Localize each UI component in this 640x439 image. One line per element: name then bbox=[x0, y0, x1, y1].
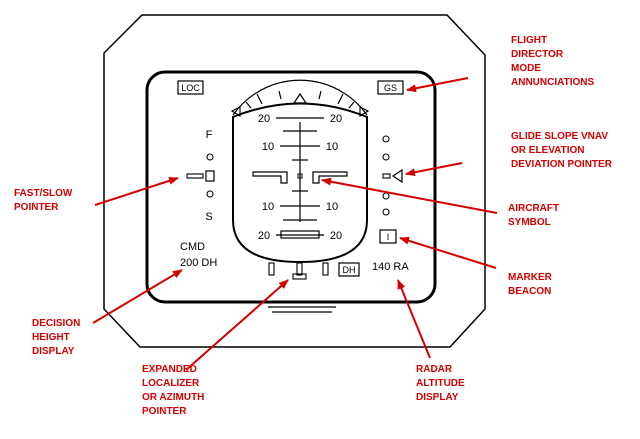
fast-slow-pointer-bar bbox=[186, 173, 204, 179]
callout-line: RADAR bbox=[416, 364, 453, 375]
localizer-pointer-base bbox=[292, 273, 307, 280]
roll-pointer-icon bbox=[292, 92, 308, 104]
roll-scale-arc bbox=[232, 79, 368, 116]
callout-line: DISPLAY bbox=[416, 392, 459, 403]
attitude-window bbox=[232, 102, 368, 264]
callout-line: ALTITUDE bbox=[416, 378, 465, 389]
glideslope-dot bbox=[382, 192, 390, 200]
aircraft-symbol-right-wing bbox=[312, 171, 348, 184]
callout-arrow-glide-slope bbox=[405, 162, 463, 177]
callout-arrow-marker-beacon bbox=[399, 236, 497, 269]
dh-indicator-label: DH bbox=[343, 265, 356, 275]
mode-cmd-label: CMD bbox=[180, 241, 205, 253]
callout-glide-slope: GLIDE SLOPE VNAV OR ELEVATION DEVIATION … bbox=[511, 131, 613, 170]
speed-fast-label: F bbox=[206, 129, 213, 141]
roll-tick bbox=[348, 101, 355, 109]
callout-line: DECISION bbox=[32, 318, 80, 329]
callout-line: AIRCRAFT bbox=[508, 203, 559, 214]
pitch-label-10-up-right: 10 bbox=[326, 141, 338, 153]
localizer-scale-mark bbox=[322, 262, 329, 276]
callout-line: FLIGHT bbox=[511, 35, 547, 46]
callout-flight-director: FLIGHT DIRECTOR MODE ANNUNCIATIONS bbox=[511, 35, 594, 88]
callout-aircraft-symbol: AIRCRAFT SYMBOL bbox=[508, 203, 562, 228]
fast-slow-pointer-marker bbox=[205, 170, 215, 182]
roll-limit-marker-left-icon bbox=[230, 106, 241, 117]
callout-arrow-fast-slow bbox=[94, 176, 179, 206]
pitch-label-20-up-left: 20 bbox=[258, 113, 270, 125]
callout-line: DIRECTOR bbox=[511, 49, 564, 60]
roll-tick bbox=[278, 90, 282, 100]
loc-annunciator: LOC bbox=[181, 83, 200, 93]
pitch-label-20-up-right: 20 bbox=[330, 113, 342, 125]
callout-line: LOCALIZER bbox=[142, 378, 200, 389]
callout-line: POINTER bbox=[14, 202, 59, 213]
callout-line: MODE bbox=[511, 63, 541, 74]
glideslope-pointer-bar bbox=[382, 173, 391, 179]
localizer-scale-mark bbox=[268, 262, 275, 276]
glideslope-dot bbox=[382, 135, 390, 143]
callout-line: EXPANDED bbox=[142, 364, 197, 375]
callout-line: HEIGHT bbox=[32, 332, 70, 343]
loc-annunciator-box bbox=[177, 80, 204, 95]
gs-annunciator-box bbox=[377, 80, 404, 95]
pitch-label-10-down-right: 10 bbox=[326, 201, 338, 213]
callout-arrow-radar-altitude bbox=[397, 279, 431, 359]
callout-line: OR ELEVATION bbox=[511, 145, 585, 156]
roll-tick bbox=[245, 101, 252, 109]
pitch-label-20-down-left: 20 bbox=[258, 230, 270, 242]
roll-tick bbox=[318, 90, 322, 100]
instrument-bezel-inner bbox=[145, 70, 437, 304]
pitch-reference-box bbox=[280, 230, 320, 239]
pitch-label-20-down-right: 20 bbox=[330, 230, 342, 242]
callout-line: DISPLAY bbox=[32, 346, 75, 357]
localizer-pointer-stem bbox=[296, 262, 303, 276]
pitch-label-10-down-left: 10 bbox=[262, 201, 274, 213]
callout-line: DEVIATION POINTER bbox=[511, 159, 613, 170]
marker-beacon-box bbox=[379, 229, 397, 244]
callout-decision-height: DECISION HEIGHT DISPLAY bbox=[32, 318, 83, 357]
gs-annunciator: GS bbox=[384, 83, 397, 93]
roll-limit-marker-right-icon bbox=[359, 106, 370, 117]
callout-line: FAST/SLOW bbox=[14, 188, 73, 199]
pitch-label-10-up-left: 10 bbox=[262, 141, 274, 153]
callout-line: SYMBOL bbox=[508, 217, 551, 228]
callout-line: ANNUNCIATIONS bbox=[511, 77, 594, 88]
instrument-bezel-outer bbox=[103, 14, 486, 348]
callout-line: BEACON bbox=[508, 286, 551, 297]
callout-arrow-localizer bbox=[185, 279, 289, 371]
speed-scale-dot bbox=[206, 153, 214, 161]
decision-height-readout: 200 DH bbox=[180, 257, 217, 269]
callout-line: GLIDE SLOPE VNAV bbox=[511, 131, 608, 142]
callout-arrow-aircraft-symbol bbox=[321, 177, 498, 214]
glideslope-dot bbox=[382, 208, 390, 216]
horizon-center-dot bbox=[297, 173, 303, 179]
glideslope-pointer-icon bbox=[391, 168, 403, 184]
callout-fast-slow: FAST/SLOW POINTER bbox=[14, 188, 75, 213]
callout-radar-altitude: RADAR ALTITUDE DISPLAY bbox=[416, 364, 467, 403]
aircraft-symbol-left-wing bbox=[252, 171, 288, 184]
speed-scale-dot bbox=[206, 190, 214, 198]
callout-localizer: EXPANDED LOCALIZER OR AZIMUTH POINTER bbox=[142, 364, 207, 417]
callout-line: POINTER bbox=[142, 406, 187, 417]
callout-arrow-flight-director bbox=[406, 77, 469, 93]
callout-line: MARKER bbox=[508, 272, 553, 283]
callout-marker-beacon: MARKER BEACON bbox=[508, 272, 555, 297]
dh-indicator-box bbox=[338, 262, 360, 277]
glideslope-dot bbox=[382, 153, 390, 161]
roll-tick bbox=[256, 93, 263, 105]
callout-line: OR AZIMUTH bbox=[142, 392, 204, 403]
speed-slow-label: S bbox=[205, 211, 212, 223]
marker-beacon-label: I bbox=[387, 232, 390, 242]
callout-arrow-decision-height bbox=[92, 269, 183, 324]
roll-tick bbox=[337, 93, 344, 105]
radar-altitude-readout: 140 RA bbox=[372, 261, 409, 273]
